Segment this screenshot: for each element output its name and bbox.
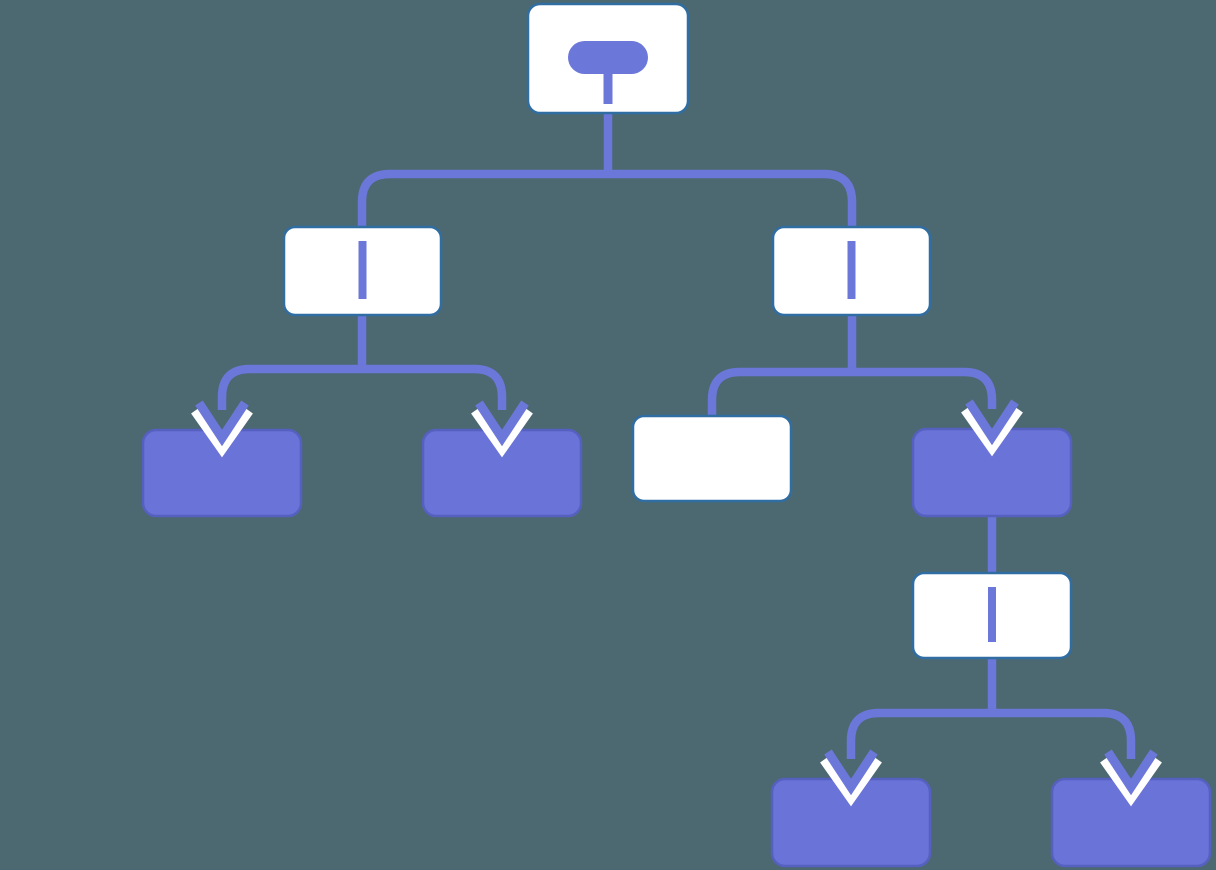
split-bar-icon	[358, 241, 367, 299]
connector-root-to-branch-left	[357, 169, 608, 230]
split-bar-icon	[847, 241, 856, 299]
chevron-arrow-icon	[475, 400, 529, 447]
node-leaf-right-white[interactable]	[631, 414, 793, 503]
root-pill-icon	[568, 41, 648, 74]
root-pill-stem-icon	[603, 72, 613, 104]
chevron-arrow-icon	[965, 399, 1019, 446]
connector-root-to-branch-right	[608, 169, 857, 230]
chevron-outline-icon	[961, 405, 1023, 457]
connector-branch-right-to-target	[852, 367, 997, 409]
connector-branch-2-to-leaf-bottom-1	[846, 708, 992, 759]
split-bar-icon	[988, 587, 996, 642]
chevron-arrow-icon	[824, 749, 878, 796]
connector-branch-left-to-leaf-1	[217, 364, 362, 410]
connector-branch-left-to-leaf-2	[362, 364, 507, 410]
chevron-outline-icon	[820, 755, 882, 807]
chevron-arrow-icon	[195, 400, 249, 447]
chevron-outline-icon	[1100, 755, 1162, 807]
connector-branch-right-to-white-leaf	[707, 367, 852, 418]
chevron-outline-icon	[471, 406, 533, 458]
chevron-arrow-icon	[1104, 749, 1158, 796]
connector-branch-2-to-leaf-bottom-2	[992, 708, 1136, 759]
chevron-outline-icon	[191, 406, 253, 458]
